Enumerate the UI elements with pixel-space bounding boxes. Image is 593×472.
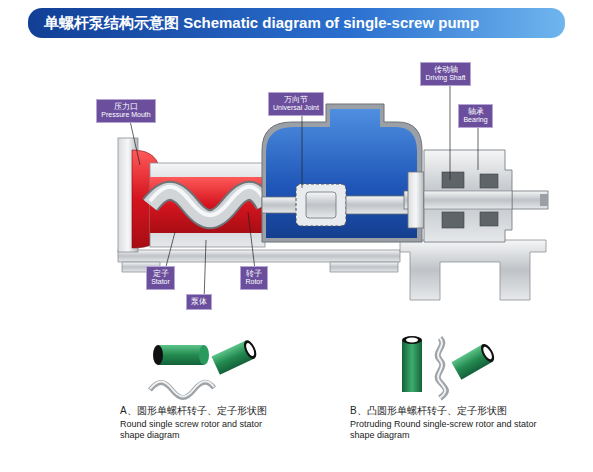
title-text: 单螺杆泵结构示意图 Schematic diagram of single-sc…: [44, 14, 479, 31]
caption-text: Protruding Round single-screw rotor and …: [350, 419, 540, 441]
part-name-zh: 泵体: [191, 297, 207, 306]
part-name-zh: 压力口: [101, 102, 151, 111]
part-label-box: 转子Rotor: [240, 266, 268, 290]
part-name-zh: 传动轴: [425, 65, 466, 74]
part-name-zh: 万向节: [273, 95, 319, 104]
part-label-box: 定子Stator: [146, 266, 175, 290]
title-banner: 单螺杆泵结构示意图 Schematic diagram of single-sc…: [28, 8, 565, 38]
part-name-en: Rotor: [245, 278, 263, 286]
caption-title: A、圆形单螺杆转子、定子形状图: [120, 405, 267, 417]
rotor-stator-photo-a: [150, 338, 259, 397]
part-name-zh: 定子: [151, 269, 170, 278]
part-name-en: Bearing: [463, 116, 488, 124]
rotor-stator-photo-b: [402, 336, 497, 398]
part-label-box: 传动轴Driving Shaft: [420, 62, 471, 86]
part-name-zh: 转子: [245, 269, 263, 278]
caption-text: Round single screw rotor and stator shap…: [120, 419, 270, 441]
caption-title: B、凸圆形单螺杆转子、定子形状图: [350, 405, 507, 417]
part-name-en: Driving Shaft: [425, 74, 466, 82]
part-name-en: Universal Joint: [273, 104, 319, 112]
part-label-box: 泵体: [186, 294, 212, 310]
part-label-box: 压力口Pressure Mouth: [96, 99, 156, 123]
part-label-box: 万向节Universal Joint: [268, 92, 324, 116]
part-label-box: 轴承Bearing: [458, 104, 493, 128]
part-name-en: Pressure Mouth: [101, 111, 151, 119]
part-name-en: Stator: [151, 278, 170, 286]
part-name-zh: 轴承: [463, 107, 488, 116]
